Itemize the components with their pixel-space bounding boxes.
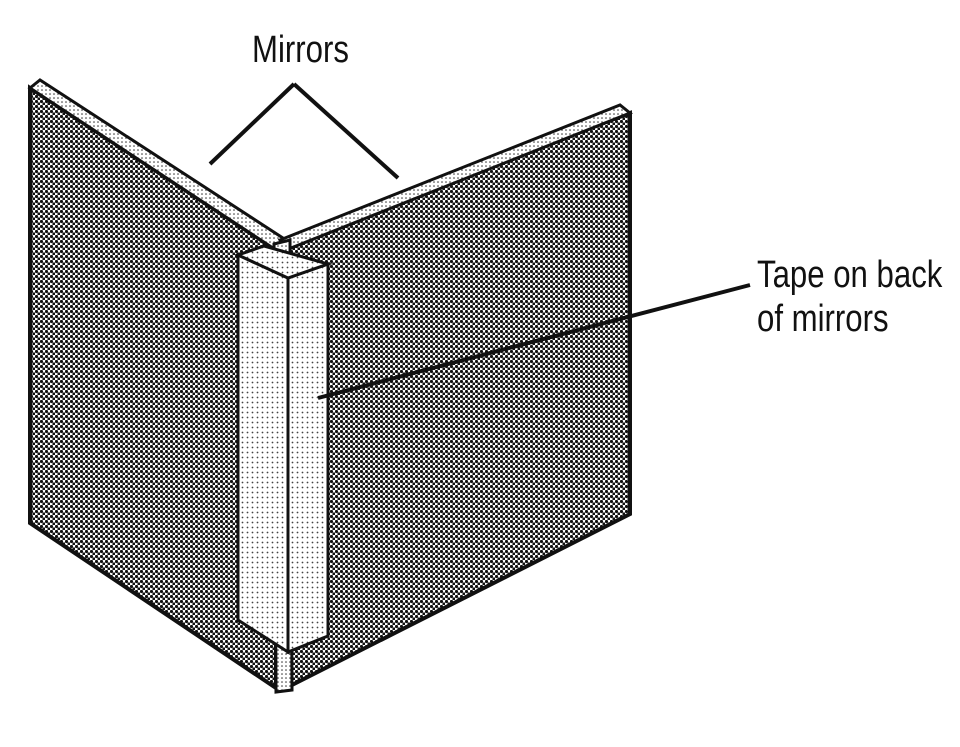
tape-left-strip xyxy=(236,252,290,655)
tape-label-line1: Tape on back xyxy=(757,254,943,296)
tape-right-strip xyxy=(286,261,330,655)
tape-top-fold xyxy=(233,244,333,280)
mirrors-leader-left xyxy=(208,82,296,166)
tape-label-line2: of mirrors xyxy=(757,298,889,340)
tape-label: Tape on back of mirrors xyxy=(757,253,942,341)
right-mirror-panel xyxy=(284,110,632,692)
mirrors-leader-right xyxy=(292,82,400,180)
tape-leader xyxy=(317,283,751,400)
mirrors-label: Mirrors xyxy=(252,29,349,71)
